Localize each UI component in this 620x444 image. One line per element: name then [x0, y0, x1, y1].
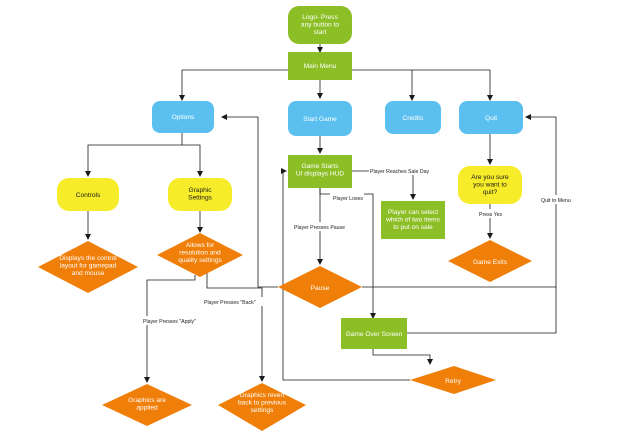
node-graphics-revert-shape	[218, 383, 306, 431]
node-options-text: Options	[172, 114, 195, 121]
node-text-line: any button to	[301, 21, 339, 28]
node-text-line: Controls	[76, 192, 101, 199]
node-pause-shape	[278, 266, 362, 308]
node-start-game-text: Start Game	[303, 116, 337, 123]
edge-pause-to-options	[221, 114, 278, 288]
label-player-loses: Player Loses	[333, 196, 363, 202]
node-text-line: Credits	[403, 115, 425, 122]
node-text-line: Settings	[188, 194, 213, 201]
node-text-line: you want to	[473, 181, 507, 188]
node-text-line: Pause	[311, 285, 330, 292]
node-game-exits-text: Game Exits	[473, 259, 508, 266]
label-presses-pause: Player Presses Pause	[294, 225, 345, 231]
node-retry-text: Retry	[445, 378, 461, 385]
node-graphics-applied-shape	[102, 384, 192, 426]
node-text-line: Game Starts	[301, 163, 339, 170]
node-game-exits-shape	[448, 240, 532, 282]
node-text-line: Player can select	[388, 209, 438, 216]
edge-options-to-graphic-settings	[182, 144, 203, 177]
node-text-line: layout for gamepad	[60, 262, 117, 269]
node-pause-text: Pause	[311, 285, 330, 292]
node-text-line: Game Exits	[473, 259, 508, 266]
node-resolution-shape	[157, 233, 243, 277]
node-text-line: UI displays HUD	[296, 170, 345, 177]
node-game-over-shape	[341, 318, 407, 349]
node-text-line: Options	[172, 114, 195, 121]
edge-resolution-to-graphics-revert	[206, 273, 265, 382]
node-text-line: to put on sale	[393, 224, 433, 231]
label-presses-apply: Player Presses "Apply"	[143, 319, 196, 325]
edge-retry-to-game-starts	[281, 168, 410, 381]
node-text-line: applied	[136, 404, 158, 411]
node-text-line: Graphics are	[128, 397, 166, 404]
node-graphic-settings-shape	[168, 178, 232, 211]
node-text-line: Allows for	[186, 242, 215, 249]
edge-resolution-to-graphics-applied	[144, 275, 196, 383]
node-text-line: start	[314, 29, 327, 36]
node-controls-shape	[57, 178, 119, 211]
node-game-starts-shape	[288, 155, 352, 188]
edge-game-over-to-retry	[372, 349, 433, 365]
node-sale-select-shape	[381, 201, 445, 239]
node-logo-shape	[288, 6, 352, 44]
node-text-line: Graphics revert	[239, 392, 284, 399]
node-text-line: Logo- Press	[302, 14, 338, 21]
label-quit-to-menu: Quit to Menu	[541, 198, 571, 204]
node-text-line: resolution and	[179, 249, 221, 256]
node-options-shape	[152, 101, 214, 133]
node-quit-shape	[459, 101, 523, 134]
edge-game-over-to-quit	[407, 287, 557, 334]
node-text-line: quality settings	[178, 257, 222, 264]
node-text-line: Retry	[445, 378, 461, 385]
node-credits-shape	[385, 101, 441, 134]
node-text-line: settings	[251, 407, 274, 414]
node-text-line: Game Over Screen	[346, 331, 403, 338]
node-quit-text: Quit	[485, 115, 497, 122]
node-credits-text: Credits	[403, 115, 425, 122]
node-text-line: Start Game	[303, 116, 337, 123]
node-text-line: and mouse	[72, 270, 105, 277]
node-text-line: Graphic	[188, 187, 212, 194]
node-controls-text: Controls	[76, 192, 101, 199]
label-sale-day: Player Reaches Sale Day	[370, 169, 430, 175]
node-retry-shape	[410, 366, 496, 394]
node-main-menu-shape	[288, 52, 352, 80]
node-main-menu-text: Main Menu	[304, 63, 337, 70]
node-game-over-text: Game Over Screen	[346, 331, 403, 338]
node-text-line: Are you sure	[471, 174, 509, 181]
label-presses-back: Player Presses "Back"	[204, 300, 256, 306]
node-text-line: Quit	[485, 115, 497, 122]
edge-options-to-controls	[85, 133, 183, 177]
node-start-game-shape	[288, 101, 352, 136]
edge-labels: Player Reaches Sale Day Player Loses Pla…	[141, 166, 579, 325]
node-text-line: back to previous	[238, 399, 287, 406]
node-control-layout-shape	[38, 241, 138, 293]
node-text-line: Main Menu	[304, 63, 337, 70]
node-text-line: which of two items	[385, 216, 441, 223]
label-press-yes: Press Yes	[479, 212, 502, 218]
node-text-line: Displays the control	[59, 255, 117, 262]
node-are-you-sure-shape	[458, 166, 522, 204]
node-text-line: quit?	[483, 189, 498, 196]
